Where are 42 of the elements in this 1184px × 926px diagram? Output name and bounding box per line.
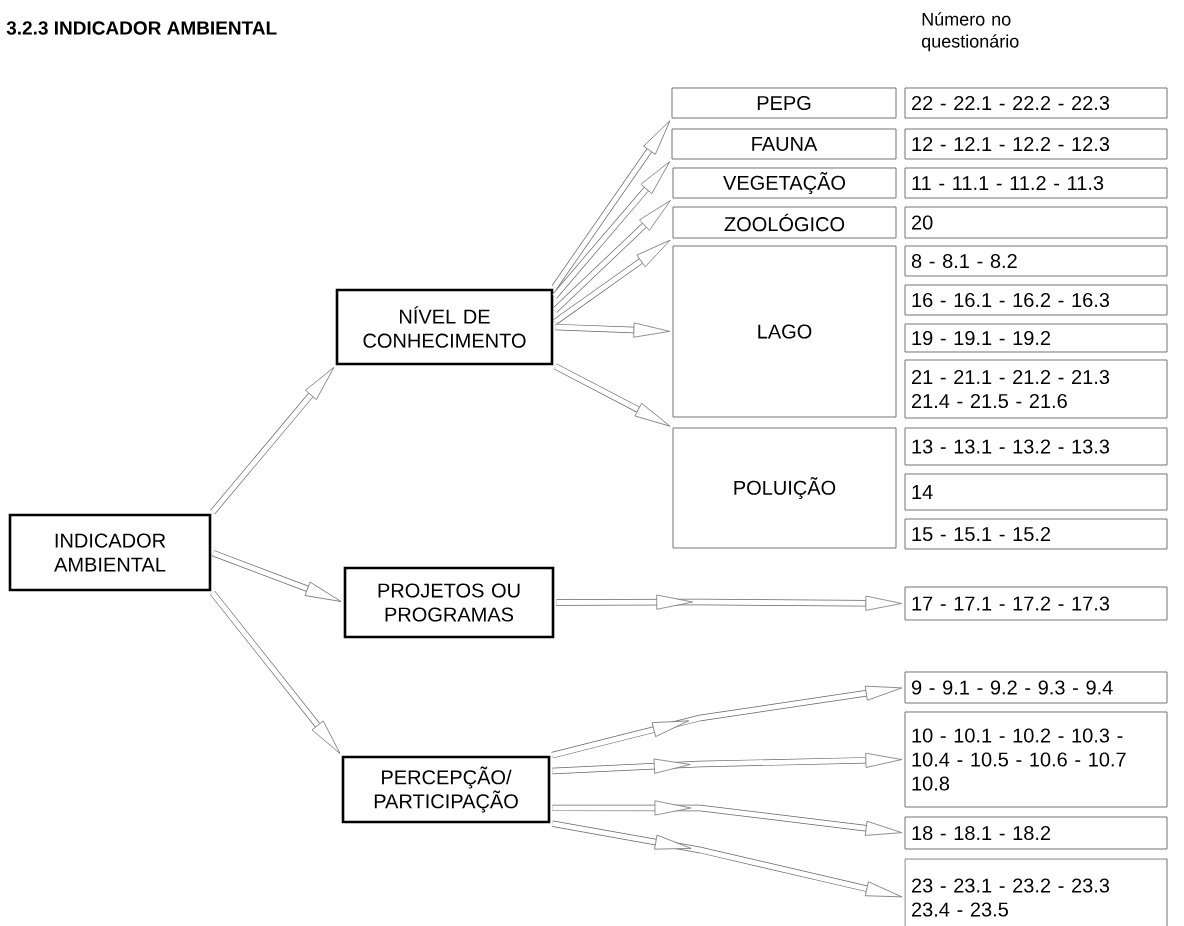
arrow — [552, 752, 903, 775]
section-title: 3.2.3 INDICADOR AMBIENTAL — [6, 21, 277, 35]
question-number-box: 23 - 23.1 - 23.2 - 23.3 23.4 - 23.5 — [904, 858, 1168, 926]
arrow — [553, 363, 671, 427]
question-number-box: 20 — [904, 206, 1168, 239]
arrow — [553, 239, 671, 325]
question-number-box: 18 - 18.1 - 18.2 — [904, 816, 1168, 850]
arrow — [212, 550, 342, 602]
topic-box: VEGETAÇÃO — [672, 167, 897, 199]
question-number-box: 19 - 19.1 - 19.2 — [904, 323, 1168, 353]
arrow — [552, 161, 671, 299]
topic-box: PEPG — [671, 87, 897, 119]
category-box: PERCEPÇÃO/ PARTICIPAÇÃO — [341, 755, 551, 824]
arrow — [551, 120, 671, 289]
question-number-box: 10 - 10.1 - 10.2 - 10.3 - 10.4 - 10.5 - 10.6 - 10.7 10.8 — [904, 711, 1168, 808]
arrow — [210, 367, 335, 515]
topic-box: POLUIÇÃO — [672, 427, 897, 549]
arrow — [210, 590, 341, 754]
question-number-box: 13 - 13.1 - 13.2 - 13.3 — [904, 427, 1168, 466]
question-number-box: 16 - 16.1 - 16.2 - 16.3 — [904, 284, 1168, 316]
category-box: PROJETOS OU PROGRAMAS — [343, 566, 555, 639]
category-box: NÍVEL DE CONHECIMENTO — [335, 288, 554, 366]
question-number-box: 12 - 12.1 - 12.2 - 12.3 — [904, 128, 1168, 160]
question-number-box: 11 - 11.1 - 11.2 - 11.3 — [904, 167, 1168, 199]
topic-box: ZOOLÓGICO — [672, 206, 897, 239]
arrow — [556, 594, 903, 611]
arrow — [555, 322, 671, 338]
column-header: Número no questionário — [921, 12, 1019, 52]
question-number-box: 17 - 17.1 - 17.2 - 17.3 — [904, 586, 1168, 621]
topic-box: LAGO — [672, 245, 897, 418]
question-number-box: 14 — [904, 473, 1168, 511]
topic-box: FAUNA — [671, 128, 897, 160]
arrow — [551, 820, 903, 898]
arrow — [552, 200, 671, 313]
question-number-box: 21 - 21.1 - 21.2 - 21.3 21.4 - 21.5 - 21.6 — [904, 359, 1168, 419]
question-number-box: 15 - 15.1 - 15.2 — [904, 518, 1168, 550]
category-box: INDICADOR AMBIENTAL — [8, 513, 212, 592]
question-number-box: 22 - 22.1 - 22.2 - 22.3 — [904, 87, 1168, 119]
arrow — [551, 685, 903, 759]
arrow — [552, 800, 903, 836]
question-number-box: 9 - 9.1 - 9.2 - 9.3 - 9.4 — [904, 671, 1168, 704]
question-number-box: 8 - 8.1 - 8.2 — [904, 245, 1168, 277]
